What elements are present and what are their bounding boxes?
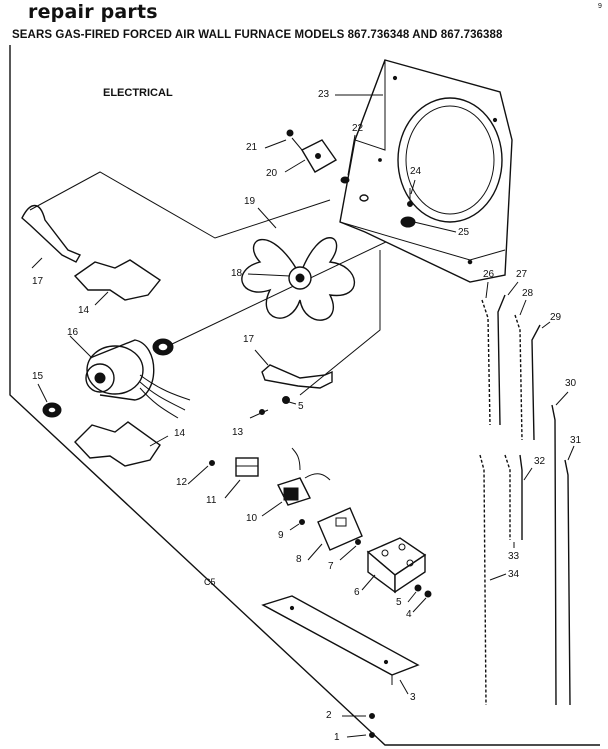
mounting-plate [299,507,363,551]
screw-2 [369,713,375,719]
callout-30: 30 [565,378,577,389]
screw-1 [369,732,375,738]
callout-2: 2 [326,710,332,721]
relay [209,457,259,477]
callout-31: 31 [570,435,582,446]
screw-13 [259,409,265,415]
motor-gasket-lower [74,421,161,467]
callout-32: 32 [534,456,546,467]
blower-housing-panel [339,59,513,283]
assembly-guide-line [29,171,331,239]
callout-11: 11 [206,495,217,506]
callout-23: 23 [318,89,330,100]
fan-blade [241,237,356,321]
wire-harnesses [479,294,571,706]
callout-16: 16 [67,327,79,338]
page-title: repair parts [28,1,158,23]
callout-14-lower: 14 [174,428,186,439]
assembly-guide-line-3 [299,250,381,396]
section-label: ELECTRICAL [103,87,173,99]
callout-22: 22 [352,123,364,134]
callout-24: 24 [410,166,422,177]
callout-18: 18 [231,268,243,279]
motor-nut [42,402,62,418]
callout-10: 10 [246,513,258,524]
callout-34: 34 [508,569,520,580]
callout-7: 7 [328,561,334,572]
callout-25: 25 [458,227,470,238]
callout-15: 15 [32,371,44,382]
motor-bracket-upper [21,204,82,263]
washer-5 [282,396,290,404]
junction-box [355,537,432,598]
callout-12: 12 [176,477,188,488]
motor-gasket-upper [73,259,162,301]
callout-17-lower: 17 [243,334,255,345]
callout-21: 21 [246,142,258,153]
callout-5-upper: 5 [298,401,304,412]
callout-14-upper: 14 [78,305,90,316]
callout-20: 20 [266,168,278,179]
page-number-mark: 9 [598,3,602,10]
callout-leaders [31,94,575,738]
callout-28: 28 [522,288,534,299]
callout-13: 13 [232,427,244,438]
page-subtitle: SEARS GAS-FIRED FORCED AIR WALL FURNACE … [12,29,503,41]
callout-9: 9 [278,530,284,541]
callout-27: 27 [516,269,528,280]
motor-mount-bracket [286,129,369,202]
blower-motor [85,338,191,419]
callout-1: 1 [334,732,340,743]
screw-13-shaft [249,409,269,419]
capacitor [400,188,416,228]
callout-26: 26 [483,269,495,280]
callout-8: 8 [296,554,302,565]
callout-3: 3 [410,692,416,703]
callout-6: 6 [354,587,360,598]
callout-19: 19 [244,196,256,207]
callout-4: 4 [406,609,412,620]
motor-bracket-lower [261,364,333,389]
callout-17-upper: 17 [32,276,44,287]
transformer [277,447,331,506]
panel-outline [9,45,600,746]
assembly-guide-line-2 [169,239,391,346]
callout-29: 29 [550,312,562,323]
callout-5-lower: 5 [396,597,402,608]
control-mounting-rail [261,595,420,685]
callout-33: 33 [508,551,520,562]
